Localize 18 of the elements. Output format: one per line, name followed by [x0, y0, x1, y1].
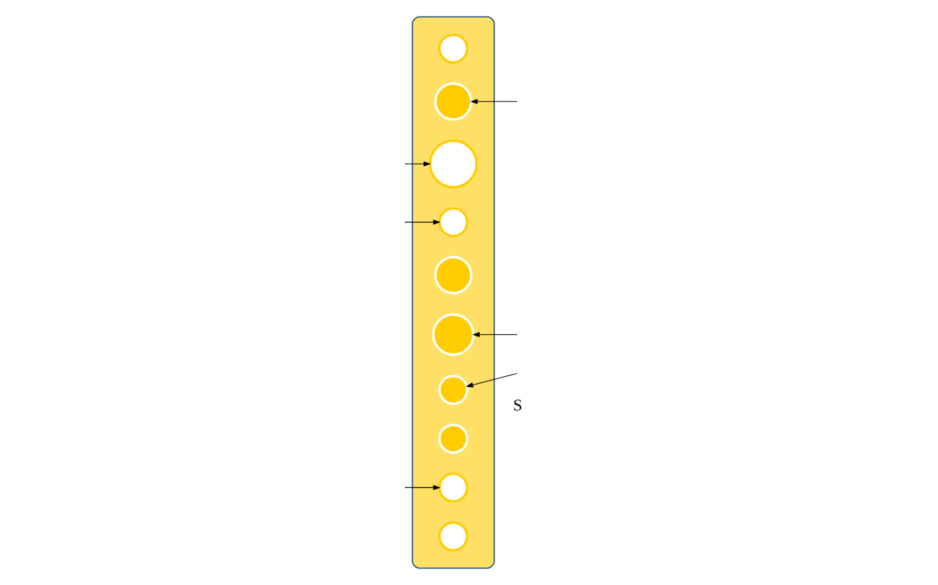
- node-circle: [438, 207, 468, 238]
- cluster: [412, 16, 495, 569]
- arrow: [466, 373, 518, 388]
- node-circle: [432, 313, 474, 356]
- arrow: [404, 161, 432, 167]
- node-circle: [438, 374, 468, 405]
- node-circle: [434, 256, 472, 294]
- node-circle: [428, 140, 478, 188]
- node-circle: [434, 82, 472, 121]
- label: S: [513, 395, 522, 414]
- node-circle: [438, 472, 468, 503]
- node-circle: [438, 424, 468, 454]
- node-circle: [438, 521, 468, 552]
- arrow: [404, 220, 441, 225]
- arrow: [472, 332, 518, 338]
- arrow: [470, 98, 518, 104]
- arrow: [404, 484, 441, 490]
- node-circle: [438, 34, 468, 64]
